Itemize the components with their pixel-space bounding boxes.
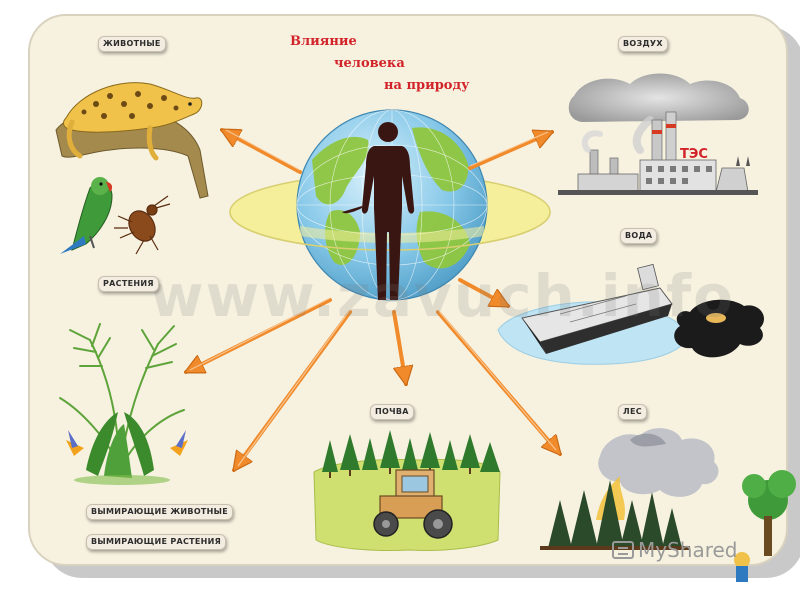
tanker-ship-icon (497, 263, 689, 365)
title-line-2: человека (334, 56, 405, 71)
power-plant-icon: ТЭС (558, 73, 758, 195)
watermark-text: www.zavuch.info (150, 262, 736, 330)
human-figure-icon (342, 122, 415, 300)
presentation-icon (612, 541, 634, 559)
label-plants: РАСТЕНИЯ (98, 276, 159, 292)
label-water: ВОДА (620, 228, 658, 244)
myshared-logo: MyShared (612, 538, 738, 562)
plant-sign-text: ТЭС (680, 147, 708, 162)
arrow-to-water (458, 278, 508, 308)
arrow-to-animals (222, 128, 302, 174)
beetle-icon (114, 195, 171, 255)
title-line-1: Влияние (290, 34, 357, 49)
label-forest: ЛЕС (618, 404, 647, 420)
arrow-to-air (468, 132, 552, 170)
label-air: ВОЗДУХ (618, 36, 668, 52)
label-extinct-plants: ВЫМИРАЮЩИЕ РАСТЕНИЯ (86, 534, 227, 550)
myshared-text: MyShared (638, 538, 738, 562)
tree-icon (734, 470, 796, 582)
arrow-to-soil (392, 310, 406, 384)
label-soil: ПОЧВА (370, 404, 414, 420)
title-line-3: на природу (384, 78, 470, 93)
globe-icon (296, 109, 488, 301)
palm-plant-icon (59, 323, 188, 485)
oil-spill-icon (674, 299, 765, 358)
tractor-icon (373, 469, 453, 539)
forest-fire-icon (540, 428, 719, 550)
leopard-icon (55, 82, 209, 199)
parrot-icon (60, 177, 113, 254)
label-extinct-animals: ВЫМИРАЮЩИЕ ЖИВОТНЫЕ (86, 504, 234, 520)
label-animals: ЖИВОТНЫЕ (98, 36, 166, 52)
